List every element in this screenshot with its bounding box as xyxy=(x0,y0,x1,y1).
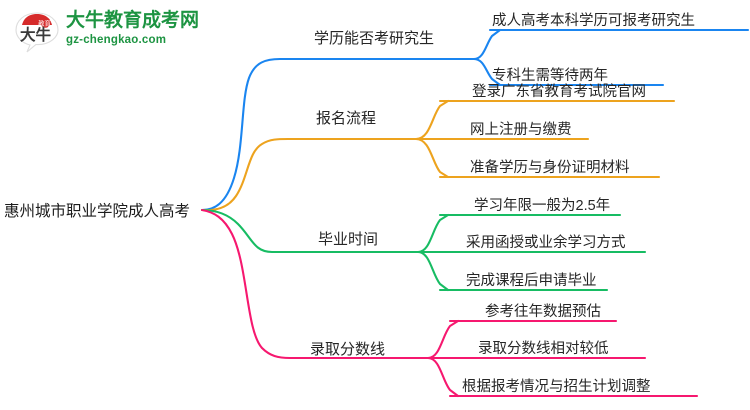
leaf-curve-4-3 xyxy=(426,356,460,398)
branch-curve-4 xyxy=(200,208,430,360)
logo-subtitle: gz-chengkao.com xyxy=(66,34,167,46)
leaf-curve-2-3 xyxy=(414,137,450,179)
leaf-label-2-1[interactable]: 登录广东省教育考试院官网 xyxy=(472,84,646,100)
leaf-label-3-1[interactable]: 学习年限一般为2.5年 xyxy=(474,198,611,214)
branch-curve-1 xyxy=(200,57,476,212)
leaf-label-3-3[interactable]: 完成课程后申请毕业 xyxy=(466,273,597,289)
branch-label-2[interactable]: 报名流程 xyxy=(316,110,377,127)
leaf-label-3-2[interactable]: 采用函授或业余学习方式 xyxy=(466,235,626,251)
site-logo: 教育 大牛 大牛教育成考网 gz-chengkao.com xyxy=(14,8,204,56)
leaf-label-4-1[interactable]: 参考往年数据预估 xyxy=(485,304,601,320)
root-node-label[interactable]: 惠州城市职业学院成人高考 xyxy=(4,203,191,220)
svg-text:教育: 教育 xyxy=(38,19,51,28)
branch-label-1[interactable]: 学历能否考研究生 xyxy=(314,30,435,47)
leaf-label-1-1[interactable]: 成人高考本科学历可报考研究生 xyxy=(492,13,695,29)
leaf-curve-4-1 xyxy=(426,319,460,360)
svg-text:大牛: 大牛 xyxy=(20,25,52,44)
logo-text-group: 大牛教育成考网 gz-chengkao.com xyxy=(66,10,199,48)
branch-curve-3 xyxy=(200,208,420,254)
branch-label-3[interactable]: 毕业时间 xyxy=(318,231,379,248)
leaf-label-2-3[interactable]: 准备学历与身份证明材料 xyxy=(470,160,630,176)
branch-label-4[interactable]: 录取分数线 xyxy=(310,341,386,358)
leaf-label-1-2[interactable]: 专科生需等待两年 xyxy=(492,68,608,84)
leaf-curve-3-1 xyxy=(416,213,450,254)
logo-title: 大牛教育成考网 xyxy=(66,10,200,31)
leaf-curve-2-1 xyxy=(414,99,450,141)
leaf-curve-1-1 xyxy=(472,28,502,61)
leaf-label-4-3[interactable]: 根据报考情况与招生计划调整 xyxy=(462,379,651,395)
leaf-label-2-2[interactable]: 网上注册与缴费 xyxy=(470,122,572,138)
logo-mark-icon: 教育 大牛 xyxy=(15,12,59,53)
leaf-curve-3-3 xyxy=(416,250,450,292)
branch-curve-2 xyxy=(200,137,418,212)
leaf-label-4-2[interactable]: 录取分数线相对较低 xyxy=(478,341,609,357)
